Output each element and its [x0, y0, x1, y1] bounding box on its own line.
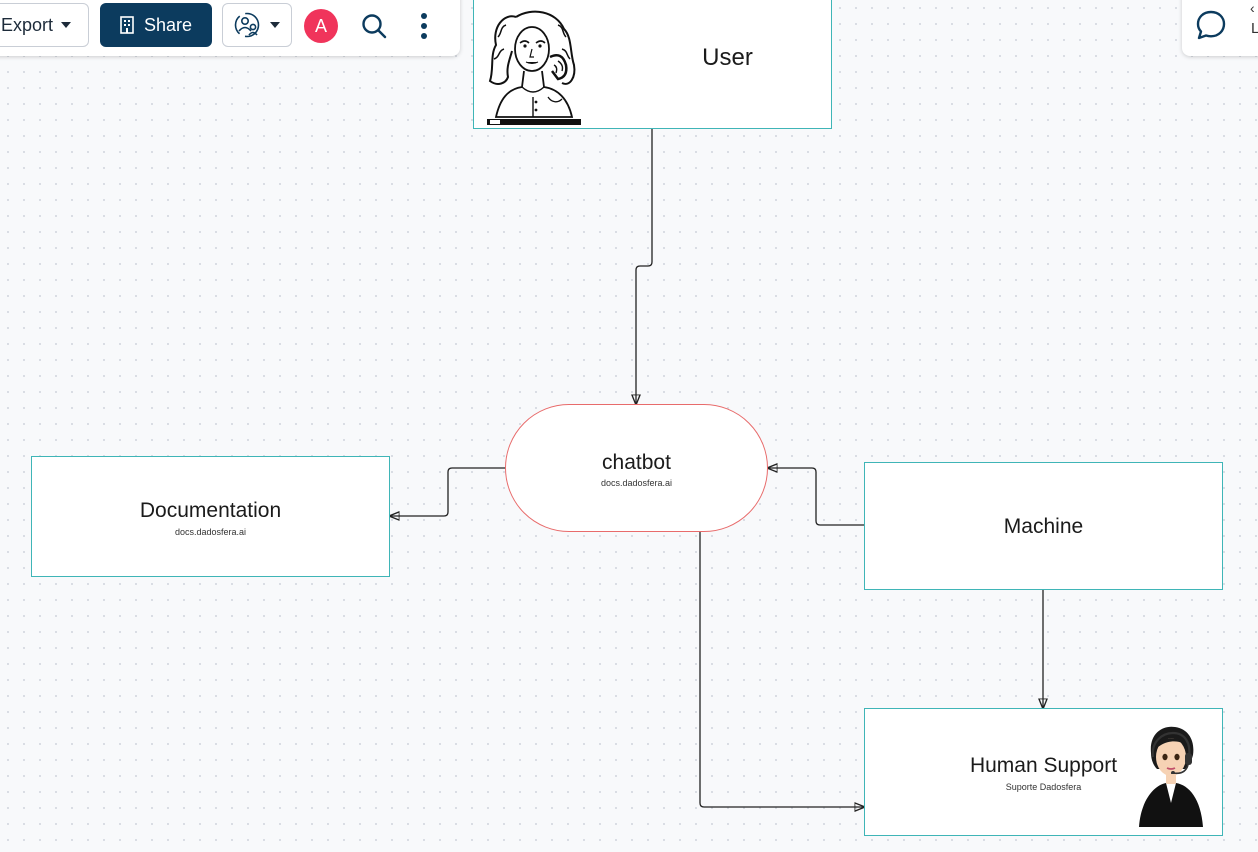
building-icon	[120, 16, 134, 34]
search-button[interactable]	[358, 10, 390, 42]
documentation-node-title: Documentation	[139, 499, 282, 522]
chatbot-node-subtitle: docs.dadosfera.ai	[600, 478, 673, 488]
caret-down-icon	[61, 22, 72, 28]
search-icon	[362, 14, 387, 39]
edge-machine-to-chatbot[interactable]	[768, 468, 864, 526]
right-panel-partial-text: L	[1251, 20, 1258, 37]
user-node[interactable]: User	[473, 0, 832, 129]
share-label: Share	[143, 14, 193, 35]
edge-chatbot-to-human-support[interactable]	[699, 532, 864, 807]
collaborators-button[interactable]	[222, 3, 292, 47]
human-support-node[interactable]: Human Support Suporte Dadosfera	[864, 708, 1223, 836]
avatar[interactable]: A	[304, 9, 338, 43]
avatar-initial: A	[314, 15, 327, 36]
support-agent-illustration	[1139, 726, 1203, 827]
user-illustration	[487, 10, 581, 125]
export-button[interactable]: Export	[0, 3, 89, 47]
comment-bubble-icon	[1196, 10, 1226, 40]
collaborators-icon	[234, 12, 260, 38]
more-vertical-icon	[421, 13, 427, 39]
edge-chatbot-to-documentation[interactable]	[390, 467, 505, 516]
edge-user-to-chatbot[interactable]	[636, 129, 653, 404]
more-menu-button[interactable]	[412, 8, 436, 44]
right-panel: ‹ L	[1182, 0, 1258, 56]
documentation-node-subtitle: docs.dadosfera.ai	[174, 527, 247, 537]
human-support-node-title: Human Support	[969, 754, 1118, 777]
chatbot-node[interactable]: chatbot docs.dadosfera.ai	[505, 404, 768, 532]
caret-down-icon	[270, 22, 280, 28]
user-node-title: User	[702, 44, 753, 71]
comments-button[interactable]	[1194, 8, 1228, 42]
share-button[interactable]: Share	[100, 3, 212, 47]
chatbot-node-title: chatbot	[602, 451, 671, 474]
chevron-left-icon[interactable]: ‹	[1250, 0, 1255, 16]
export-label: Export	[1, 14, 54, 35]
machine-node[interactable]: Machine	[864, 462, 1223, 590]
documentation-node[interactable]: Documentation docs.dadosfera.ai	[31, 456, 390, 577]
human-support-node-subtitle: Suporte Dadosfera	[1005, 782, 1082, 792]
machine-node-title: Machine	[1003, 515, 1084, 538]
